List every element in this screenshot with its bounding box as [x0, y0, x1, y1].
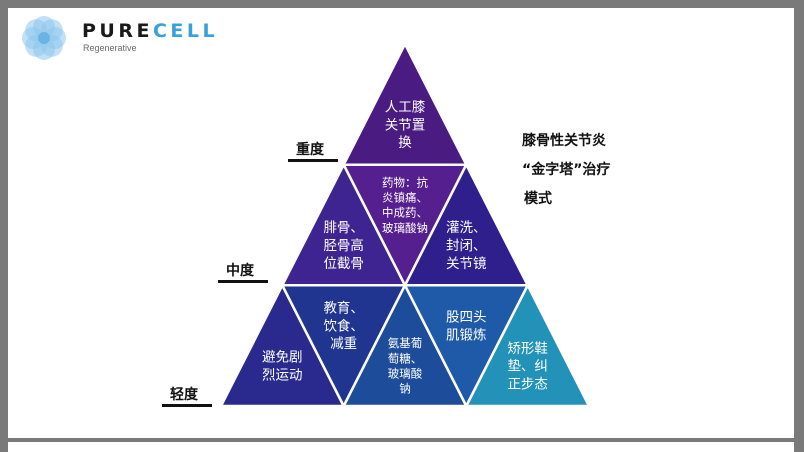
logo-flower-icon	[22, 16, 66, 60]
pyramid-cell-text-avoid: 避免剧烈运动	[262, 350, 303, 384]
diagram-title: 膝骨性关节炎 “金字塔”治疗模式	[522, 132, 610, 207]
diagram-title-line: “金字塔”治疗	[522, 161, 610, 178]
level-label-moderate: 中度	[226, 262, 255, 279]
pyramid-cell-line: 正步态	[507, 377, 548, 393]
pyramid-cell-text-osteotomy: 腓骨、胫骨高位截骨	[323, 220, 364, 272]
level-underline-moderate	[218, 280, 268, 283]
pyramid-cell-text-quadriceps: 股四头肌锻炼	[446, 310, 487, 344]
pyramid-cell-line: 封闭、	[446, 238, 487, 254]
pyramid-cell-line: 关节置	[385, 117, 426, 133]
pyramid-cell-text-orthotics: 矫形鞋垫、纠正步态	[507, 341, 548, 393]
pyramid-cell-line: 教育、	[323, 301, 364, 317]
diagram-title-line: 模式	[524, 190, 552, 207]
pyramid-diagram: 人工膝关节置换腓骨、胫骨高位截骨药物：抗炎镇痛、中成药、玻璃酸钠灌洗、封闭、关节…	[162, 42, 610, 408]
slide: PURECELL Regenerative Medicine 人工膝关节置换腓骨…	[8, 8, 794, 438]
pyramid-cell-line: 避免剧	[262, 350, 303, 366]
pyramid-cell-line: 胫骨高	[323, 237, 364, 254]
pyramid-cell-line: 玻璃酸	[388, 367, 423, 381]
pyramid-cell-line: 炎镇痛、	[382, 190, 428, 204]
pyramid-cell-orthotics	[465, 284, 591, 408]
pyramid-cell-text-arthroscopy: 灌洗、封闭、关节镜	[446, 220, 487, 272]
pyramid-cell-line: 烈运动	[262, 368, 303, 384]
pyramid-cell-line: 中成药、	[382, 206, 428, 220]
pyramid-cell-text-tkr: 人工膝关节置换	[385, 100, 426, 152]
brand-name-part1: PURE	[82, 20, 153, 42]
level-label-severe: 重度	[296, 141, 325, 158]
bottom-strip	[8, 442, 794, 452]
pyramid-cell-line: 垫、纠	[507, 359, 548, 375]
diagram-title-line: 膝骨性关节炎	[522, 132, 606, 149]
level-label-mild: 轻度	[170, 386, 199, 403]
pyramid-cell-line: 灌洗、	[446, 220, 487, 236]
pyramid-cell-line: 萄糖、	[388, 351, 423, 365]
pyramid-cell-line: 换	[398, 135, 412, 151]
level-underline-mild	[162, 404, 212, 407]
pyramid-cell-line: 减重	[330, 336, 357, 352]
pyramid-cell-line: 人工膝	[385, 100, 426, 116]
pyramid-cell-line: 股四头	[446, 310, 487, 326]
pyramid-cells	[219, 42, 591, 408]
pyramid-figure: 人工膝关节置换腓骨、胫骨高位截骨药物：抗炎镇痛、中成药、玻璃酸钠灌洗、封闭、关节…	[138, 38, 648, 418]
pyramid-cell-line: 药物：抗	[382, 175, 428, 189]
pyramid-cell-line: 位截骨	[323, 256, 364, 272]
pyramid-cell-text-education: 教育、饮食、减重	[323, 301, 364, 353]
brand-name-part2: CELL	[152, 20, 219, 42]
level-underline-severe	[288, 159, 338, 162]
pyramid-cell-line: 氨基葡	[388, 336, 423, 350]
pyramid-cell-line: 肌锻炼	[446, 327, 487, 343]
pyramid-cell-line: 腓骨、	[323, 220, 364, 236]
brand-name: PURECELL	[82, 20, 218, 42]
pyramid-cell-line: 钠	[399, 382, 411, 396]
pyramid-cell-text-glucosamine: 氨基葡萄糖、玻璃酸钠	[388, 336, 423, 396]
pyramid-cell-line: 饮食、	[323, 317, 364, 334]
pyramid-cell-text-drugs: 药物：抗炎镇痛、中成药、玻璃酸钠	[382, 175, 428, 235]
pyramid-cell-line: 关节镜	[446, 256, 487, 272]
pyramid-cell-line: 玻璃酸钠	[382, 221, 428, 235]
brand-tagline: Regenerative Medicine	[83, 43, 176, 53]
pyramid-cell-line: 矫形鞋	[507, 341, 548, 357]
